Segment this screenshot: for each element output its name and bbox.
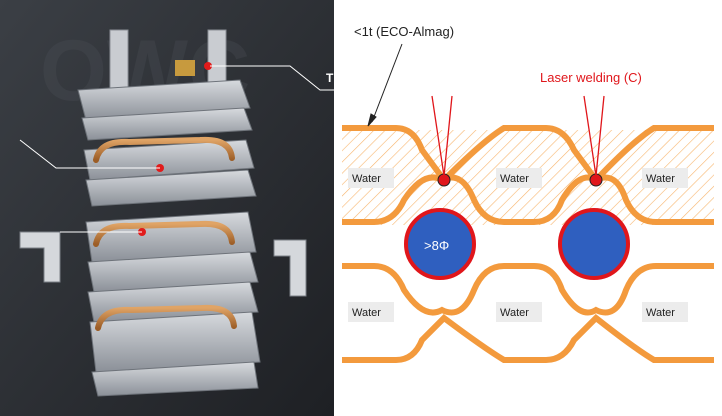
water-label-2: Water xyxy=(500,173,529,185)
photo-edge-letter: T xyxy=(326,71,334,85)
pipe-left xyxy=(109,29,129,91)
laser-welding-label: Laser welding (C) xyxy=(540,70,642,85)
tube-diameter-label: >8Φ xyxy=(424,238,449,253)
upper-wall-wave xyxy=(342,174,714,225)
lower-wall-top xyxy=(342,263,714,316)
brass-fitting xyxy=(175,60,195,76)
water-label-4: Water xyxy=(352,307,381,319)
water-label-3: Water xyxy=(646,173,675,185)
material-arrow xyxy=(367,43,403,127)
material-label: <1t (ECO-Almag) xyxy=(354,24,454,39)
cross-section-diagram: >8Φ <1t (ECO-Almag) Laser welding (C) Wa… xyxy=(334,0,722,416)
bracket-right xyxy=(273,239,307,297)
laser-beams xyxy=(431,95,605,177)
water-label-1: Water xyxy=(352,173,381,185)
water-label-6: Water xyxy=(646,307,675,319)
lower-wall-bottom xyxy=(342,313,714,363)
water-label-5: Water xyxy=(500,307,529,319)
tube-left xyxy=(404,208,476,280)
marker-top xyxy=(204,62,212,70)
leader-lines xyxy=(19,65,334,233)
copper-tubes xyxy=(93,136,237,331)
water-labels: Water Water Water Water Water Water xyxy=(348,168,688,322)
tube-right xyxy=(558,208,630,280)
heat-exchanger-photo: OWC T xyxy=(0,0,334,416)
